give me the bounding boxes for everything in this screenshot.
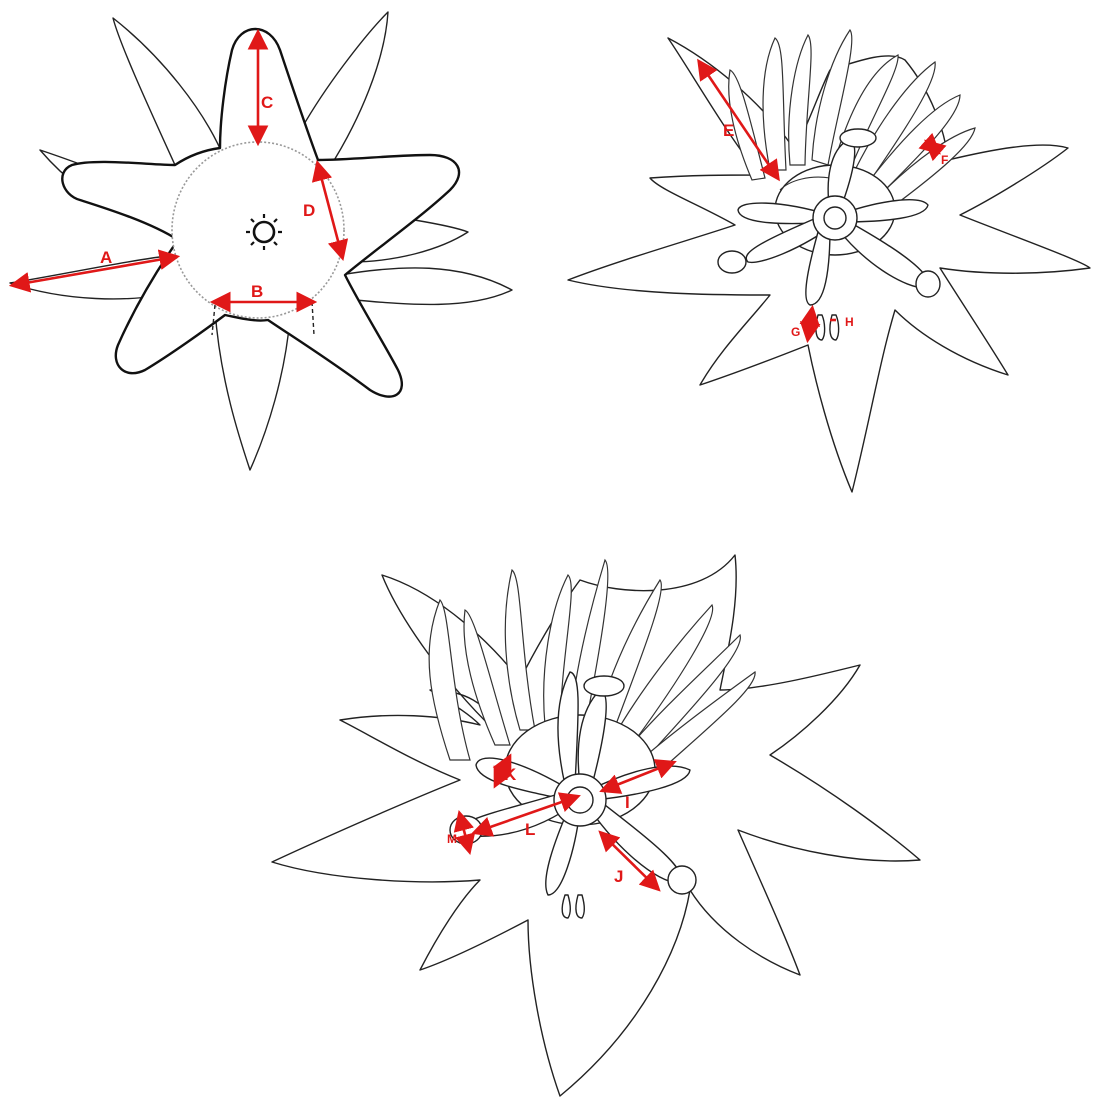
label-h: H bbox=[845, 315, 854, 329]
label-g: G bbox=[791, 325, 800, 339]
flower-top-right: E F G H bbox=[568, 30, 1090, 492]
label-d: D bbox=[303, 201, 315, 220]
label-k: K bbox=[504, 765, 517, 784]
flower-top-left: A B C D bbox=[10, 12, 512, 470]
label-i: I bbox=[625, 793, 630, 812]
label-f: F bbox=[941, 153, 948, 167]
label-j: J bbox=[614, 867, 623, 886]
label-c: C bbox=[261, 93, 273, 112]
label-a: A bbox=[100, 248, 112, 267]
label-e: E bbox=[723, 121, 734, 140]
label-l: L bbox=[525, 820, 535, 839]
flower-bottom: I J K L M bbox=[272, 555, 920, 1096]
label-m: M bbox=[447, 832, 457, 846]
label-b: B bbox=[251, 282, 263, 301]
